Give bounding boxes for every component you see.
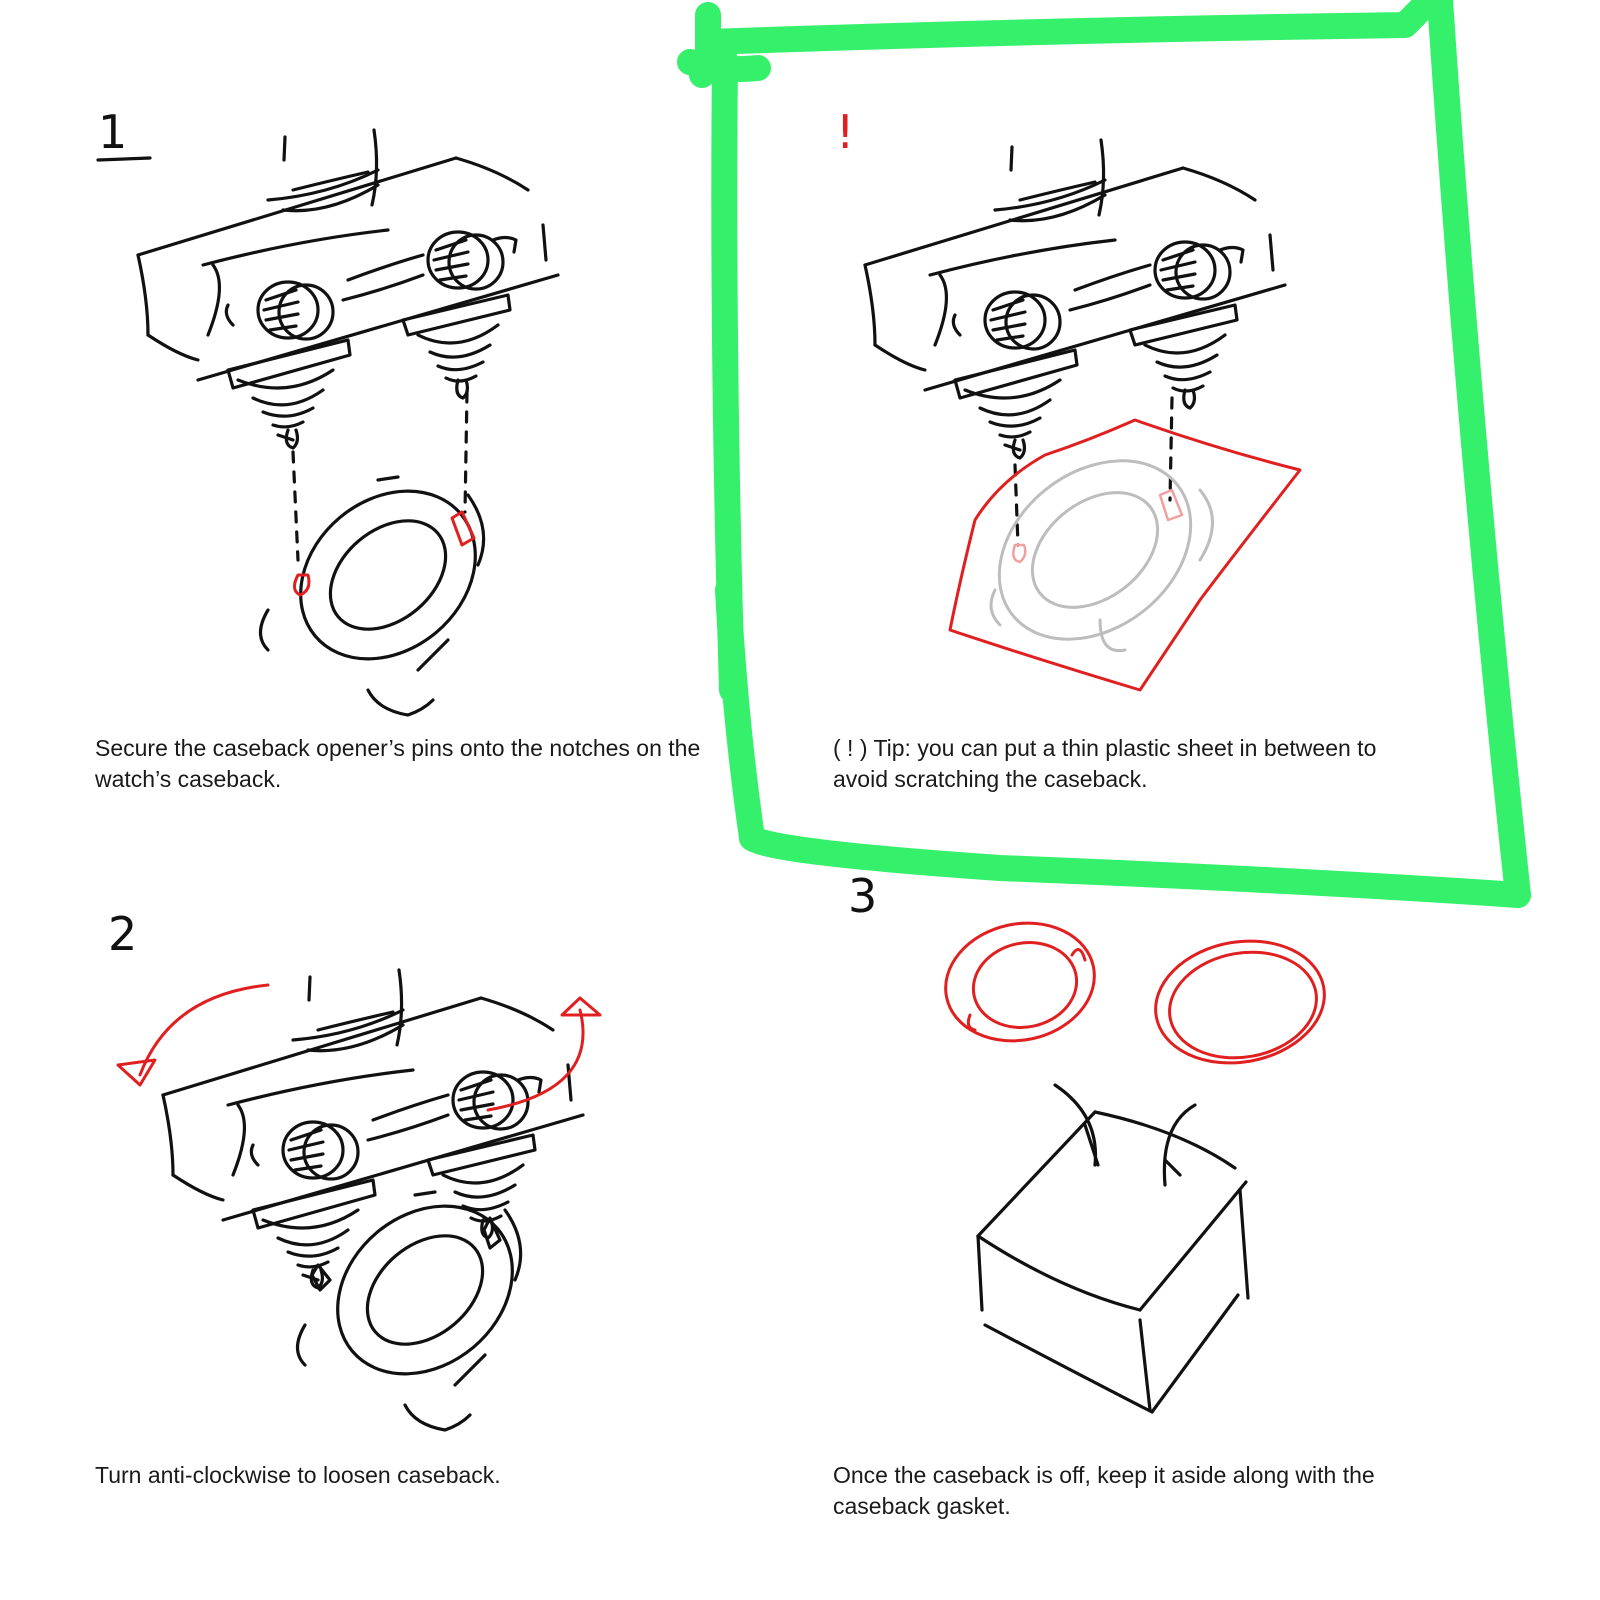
notch-left [293, 573, 311, 597]
plastic-sheet [948, 418, 1302, 692]
tip-caption: ( ! ) Tip: you can put a thin plastic sh… [833, 735, 1377, 792]
step-3-caption: Once the caseback is off, keep it aside … [833, 1462, 1375, 1519]
caseback-part [944, 921, 1096, 1043]
gasket-part [1154, 939, 1326, 1065]
step-2-illustration [116, 968, 602, 1432]
step-3-number: 3 [848, 869, 877, 923]
highlight-frame [677, 0, 1531, 908]
rotate-arrow-left [138, 983, 270, 1077]
step-2-number: 2 [108, 907, 137, 961]
arrow-head-right [560, 996, 602, 1017]
storage-box [976, 1083, 1250, 1414]
step-1-illustration [96, 128, 560, 717]
notch-right [450, 510, 476, 547]
step-1-number: 1 [98, 105, 127, 159]
step-3-illustration [944, 921, 1326, 1414]
step-2-caption: Turn anti-clockwise to loosen caseback. [95, 1462, 501, 1488]
tip-illustration [863, 138, 1302, 692]
faded-caseback [989, 459, 1214, 653]
arrow-head-left [116, 1058, 157, 1087]
step-1-caption: Secure the caseback opener’s pins onto t… [95, 735, 701, 792]
tip-marker: ! [836, 105, 854, 159]
rotate-arrow-right [486, 1008, 585, 1112]
step-1-underline [96, 156, 152, 162]
